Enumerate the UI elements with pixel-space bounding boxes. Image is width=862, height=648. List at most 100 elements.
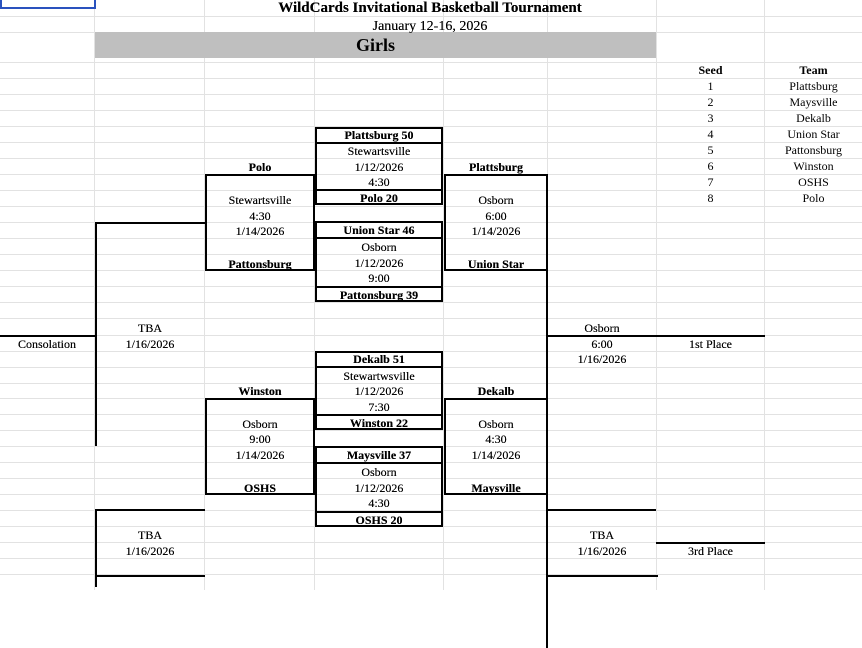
consolation-final-upper-date: 1/16/2026 (125, 336, 175, 351)
consolation-upper-time: 4:30 (249, 208, 271, 223)
third-place-date-text: 1/16/2026 (577, 543, 627, 558)
round1-game3-time: 7:30 (368, 399, 390, 414)
round1-game4-box-overlay (315, 446, 443, 527)
consolation-label-text: Consolation (17, 337, 76, 351)
semifinal-1-bottom-team-text: Union Star (467, 256, 525, 271)
consolation-lower-top-team: Winston (238, 383, 282, 398)
round1-game2-date-text: 1/12/2026 (354, 255, 404, 270)
division-banner-overlay: Girls (95, 32, 656, 58)
seed-column-header: Seed (698, 63, 723, 77)
consolation-upper-box-overlay (205, 174, 315, 271)
consolation-upper-bottom-team: Pattonsburg (228, 256, 292, 271)
consolation-final-lower-bottom-edge-overlay (95, 575, 205, 577)
seed-team-name: Plattsburg (789, 79, 838, 93)
round1-game1-site-text: Stewartsville (347, 144, 411, 158)
semifinal-2-date-text: 1/14/2026 (471, 447, 521, 462)
third-place-left-edge-overlay (546, 509, 548, 577)
consolation-upper-top-team: Polo (248, 159, 272, 174)
semifinal-2-bottom-team-text: Maysville (471, 480, 521, 495)
round1-game4-date: 1/12/2026 (354, 480, 404, 495)
round1-game2-site: Osborn (361, 240, 397, 254)
round1-game1-site: Stewartsville (347, 144, 411, 158)
round1-game1-divider-overlay (315, 142, 443, 144)
round1-game2-time-text: 9:00 (368, 271, 390, 285)
round1-game4-top-team: Maysville 37 (346, 447, 412, 462)
round1-game1-top-team-text: Plattsburg 50 (344, 127, 414, 142)
semifinal-1-top-team-text: Plattsburg (469, 159, 523, 174)
round1-game1-top-team: Plattsburg 50 (344, 127, 414, 142)
round1-game4-divider-overlay (315, 462, 443, 464)
consolation-lower-time: 9:00 (249, 432, 271, 446)
third-place-label: 3rd Place (688, 544, 733, 558)
round1-game3-time-text: 7:30 (368, 399, 390, 414)
semifinal-1-date: 1/14/2026 (471, 224, 521, 238)
championship-date-text: 1/16/2026 (577, 352, 627, 366)
round1-game3-bottom-team-text: Winston 22 (349, 415, 409, 430)
consolation-final-upper-top-edge-overlay (95, 222, 205, 224)
round1-game2-top-team: Union Star 46 (343, 222, 415, 237)
round1-game2-divider-overlay (315, 237, 443, 239)
semifinal-1-site: Osborn (478, 193, 514, 207)
round1-game1-date: 1/12/2026 (354, 159, 404, 174)
round1-game2-bottom-team: Pattonsburg 39 (339, 287, 419, 302)
consolation-lower-date-text: 1/14/2026 (235, 447, 285, 462)
round1-game1-bottom-team: Polo 20 (360, 190, 398, 205)
seed-team-name: Pattonsburg (784, 143, 843, 157)
round1-game4-time: 4:30 (368, 496, 390, 510)
round1-game1-bottom-team-text: Polo 20 (360, 190, 398, 205)
grid-column-line (656, 0, 657, 590)
seed-value: 8 (707, 191, 714, 205)
round1-game1-box-overlay (315, 127, 443, 205)
team-column-header: Team (799, 63, 828, 77)
seed-team-name: Maysville (789, 95, 838, 109)
first-place-label-text: 1st Place (689, 337, 732, 351)
round1-game3-date-text: 1/12/2026 (354, 384, 404, 398)
consolation-final-upper-date-text: 1/16/2026 (125, 336, 175, 351)
first-place-label: 1st Place (689, 337, 732, 351)
seed-team-name: Union Star (787, 127, 840, 141)
third-place-bottom-edge-overlay (546, 575, 658, 577)
consolation-final-upper-team-text: TBA (138, 320, 162, 335)
round1-game1-time-text: 4:30 (368, 174, 390, 189)
seed-value: 4 (707, 127, 714, 141)
semifinal-2-time-text: 4:30 (485, 432, 507, 446)
consolation-upper-top-team-text: Polo (248, 159, 272, 174)
semifinal-1-bottom-team: Union Star (467, 256, 525, 271)
consolation-final-lower-date: 1/16/2026 (125, 543, 175, 558)
seed-team-name: OSHS (798, 175, 829, 189)
consolation-lower-site: Osborn (242, 416, 278, 431)
seed-value: 7 (707, 175, 714, 189)
round1-game4-site-text: Osborn (361, 465, 397, 479)
active-cell-selection-overlay[interactable] (0, 0, 96, 9)
consolation-lower-top-team-text: Winston (238, 383, 282, 398)
round1-game1-time: 4:30 (368, 174, 390, 189)
consolation-final-upper-team: TBA (138, 320, 162, 335)
seed-value: 6 (707, 159, 714, 173)
round1-game4-bottom-team: OSHS 20 (355, 512, 403, 527)
round1-game3-bottom-team: Winston 22 (349, 415, 409, 430)
semifinal-2-date: 1/14/2026 (471, 447, 521, 462)
tournament-dates: January 12-16, 2026 (372, 18, 488, 34)
page-title-overlay: WildCards Invitational Basketball Tourna… (278, 0, 582, 16)
consolation-final-lower-team-text: TBA (138, 528, 162, 542)
round1-game3-divider-overlay (315, 414, 443, 416)
semifinal-1-top-team: Plattsburg (469, 159, 523, 174)
round1-game3-date: 1/12/2026 (354, 384, 404, 398)
round1-game4-time-text: 4:30 (368, 496, 390, 510)
third-place-label-text: 3rd Place (688, 544, 733, 558)
round1-game2-box-overlay (315, 221, 443, 302)
semifinal-1-date-text: 1/14/2026 (471, 224, 521, 238)
round1-game3-box-overlay (315, 351, 443, 430)
round1-game4-top-team-text: Maysville 37 (346, 447, 412, 462)
consolation-upper-time-text: 4:30 (249, 208, 271, 223)
seed-value: 3 (707, 111, 714, 125)
page-title: WildCards Invitational Basketball Tourna… (278, 0, 582, 16)
consolation-upper-site-text: Stewartsville (228, 193, 292, 207)
grid-column-line (204, 0, 205, 590)
semifinal-1-box-overlay (444, 174, 548, 271)
round1-game2-bottom-team-text: Pattonsburg 39 (339, 287, 419, 302)
consolation-lower-date: 1/14/2026 (235, 447, 285, 462)
consolation-final-upper-left-edge-overlay (95, 222, 97, 446)
seed-value: 2 (707, 95, 714, 109)
tournament-dates-overlay: January 12-16, 2026 (372, 18, 488, 34)
